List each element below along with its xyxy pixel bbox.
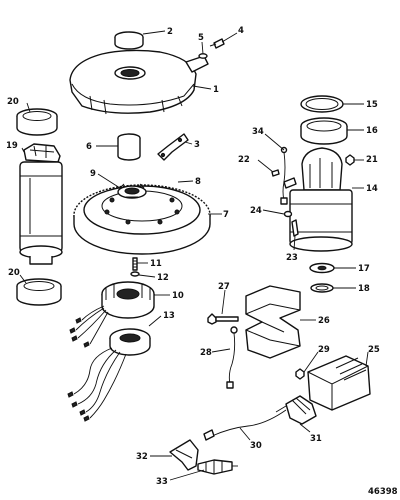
callout-15: 15 (366, 100, 378, 110)
callout-11: 11 (150, 259, 162, 269)
callout-29: 29 (318, 345, 330, 355)
part-flywheel (73, 184, 211, 255)
callout-4: 4 (238, 26, 244, 36)
callout-31: 31 (310, 434, 322, 444)
part-nut-21 (345, 154, 355, 166)
leader-lines (19, 30, 369, 481)
part-cap (114, 31, 144, 50)
part-ring-16 (300, 117, 348, 145)
part-flywheel-cover (69, 49, 209, 115)
callout-32: 32 (136, 452, 148, 462)
part-screw-4 (209, 38, 225, 49)
callout-8: 8 (195, 177, 201, 187)
part-lead-34 (280, 146, 288, 205)
callout-22: 22 (238, 155, 250, 165)
part-starter-motor (19, 143, 63, 265)
part-plug-cap (169, 439, 199, 471)
part-ring-20-top (16, 108, 58, 136)
callout-12: 12 (157, 273, 169, 283)
callout-2: 2 (167, 27, 173, 37)
figure-number: 46398 (368, 487, 398, 497)
part-sleeve (117, 133, 141, 161)
part-boot (275, 395, 317, 425)
callout-labels: 2 5 4 1 20 6 3 19 9 8 7 11 20 12 10 13 1… (6, 26, 398, 497)
callout-17: 17 (358, 264, 370, 274)
part-lead-30 (203, 409, 287, 441)
callout-6: 6 (86, 142, 92, 152)
callout-10: 10 (172, 291, 184, 301)
part-ground-lead (226, 326, 238, 389)
part-screw-22 (271, 169, 280, 177)
part-washer-17 (309, 262, 335, 274)
callout-7: 7 (223, 210, 229, 220)
callout-9: 9 (90, 169, 96, 179)
callout-24: 24 (250, 206, 262, 216)
callout-27: 27 (218, 282, 230, 292)
callout-28: 28 (200, 348, 212, 358)
part-clip (157, 133, 189, 161)
part-hub (117, 183, 147, 199)
callout-20-top: 20 (7, 97, 19, 107)
callout-3: 3 (194, 140, 200, 150)
callout-18: 18 (358, 284, 370, 294)
callout-23: 23 (286, 253, 298, 263)
part-nut-24 (283, 210, 293, 218)
part-screw-29 (295, 368, 305, 380)
part-screw-23 (291, 219, 299, 237)
part-bolt (207, 313, 239, 325)
part-screw-11 (132, 257, 138, 271)
part-ring-15 (300, 95, 344, 113)
part-bracket (245, 285, 301, 359)
callout-26: 26 (318, 316, 330, 326)
part-ring-20-bottom (16, 278, 62, 306)
part-washer-18 (310, 283, 334, 293)
callout-13: 13 (163, 311, 175, 321)
callout-16: 16 (366, 126, 378, 136)
callout-20-bottom: 20 (8, 268, 20, 278)
callout-21: 21 (366, 155, 378, 165)
part-rectifier (307, 355, 371, 411)
part-trigger (67, 328, 151, 422)
callout-25: 25 (368, 345, 380, 355)
part-motor-14 (283, 147, 353, 252)
callout-34: 34 (252, 127, 264, 137)
callout-19: 19 (6, 141, 18, 151)
callout-5: 5 (198, 33, 204, 43)
part-stator (69, 281, 155, 348)
part-washer-12 (130, 271, 140, 277)
part-washer-5 (198, 53, 208, 59)
callout-33: 33 (156, 477, 168, 487)
callout-30: 30 (250, 441, 262, 451)
callout-1: 1 (213, 85, 219, 95)
callout-14: 14 (366, 184, 378, 194)
part-spark-plug (197, 459, 238, 475)
